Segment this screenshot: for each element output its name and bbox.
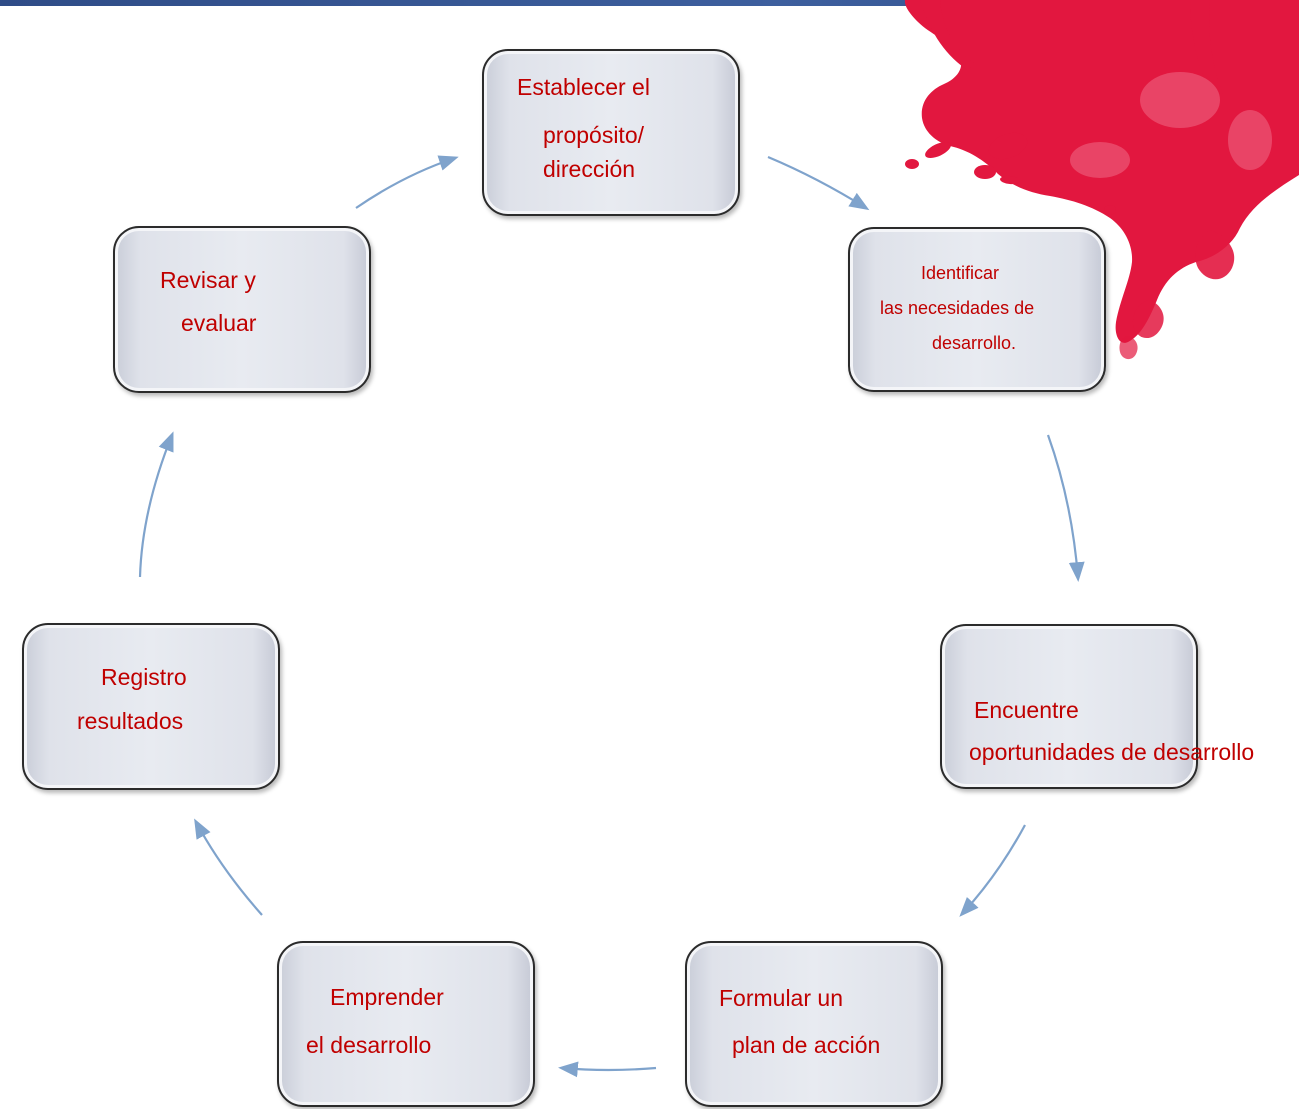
step-label-plan-line1: Formular un: [719, 985, 843, 1011]
top-bar: [0, 0, 1299, 6]
step-label-find-line2: oportunidades de desarrollo: [969, 739, 1255, 765]
step-label-find-line1: Encuentre: [974, 697, 1079, 723]
step-box-establish: [482, 49, 740, 216]
step-label-undertake-line2: el desarrollo: [306, 1032, 432, 1058]
step-label-review-line1: Revisar y: [160, 267, 256, 293]
arrow-review-to-establish: [355, 155, 459, 209]
step-label-identify-line1: Identificar: [921, 263, 1000, 283]
arrow-undertake-to-record: [194, 818, 263, 916]
step-label-record-line1: Registro: [101, 664, 187, 690]
arrow-record-to-review: [138, 431, 174, 578]
step-box-identify: [848, 227, 1106, 392]
step-label-plan-line2: plan de acción: [732, 1032, 881, 1058]
step-box-review: [113, 226, 371, 393]
step-box-find: [940, 624, 1198, 789]
step-box-undertake: [277, 941, 535, 1107]
step-box-plan: [685, 941, 943, 1107]
step-label-identify-line2: las necesidades de: [880, 298, 1035, 318]
arrow-plan-to-undertake: [558, 1061, 657, 1078]
step-label-establish-line3: dirección: [543, 156, 636, 182]
step-label-record-line2: resultados: [77, 708, 184, 734]
arrow-establish-to-identify: [767, 155, 870, 211]
step-label-establish-line2: propósito/: [543, 122, 645, 148]
arrow-find-to-plan: [959, 824, 1026, 917]
step-label-review-line2: evaluar: [181, 310, 257, 336]
step-label-undertake-line1: Emprender: [330, 984, 444, 1010]
step-box-record: [22, 623, 280, 790]
arrow-identify-to-find: [1046, 434, 1085, 582]
step-label-identify-line3: desarrollo.: [932, 333, 1017, 353]
step-label-establish-line1: Establecer el: [517, 74, 650, 100]
